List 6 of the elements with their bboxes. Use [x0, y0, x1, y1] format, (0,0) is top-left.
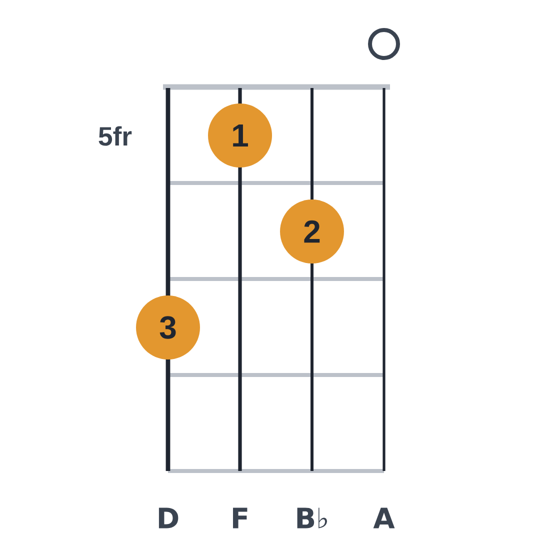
fret-number: 5fr	[98, 126, 132, 146]
string-label: D	[158, 508, 178, 528]
string-label: B♭	[297, 508, 328, 528]
string-label: F	[233, 508, 248, 528]
string-label: A	[373, 508, 395, 528]
open-circle	[368, 28, 400, 60]
